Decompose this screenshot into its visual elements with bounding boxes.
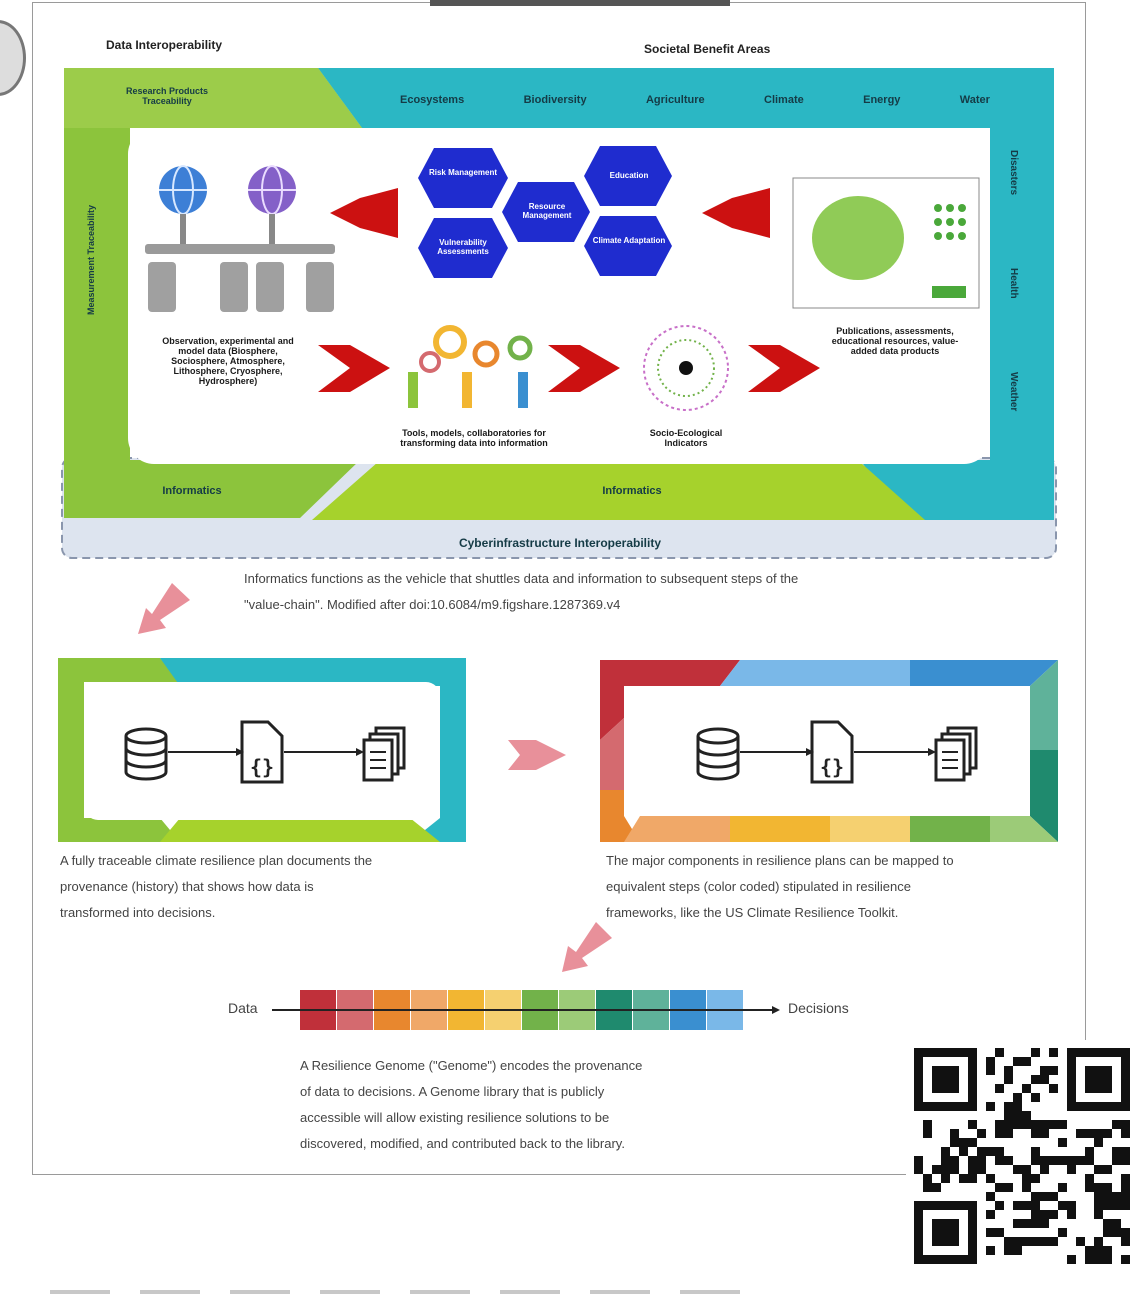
research-products-label: Research Products Traceability [125, 86, 209, 106]
qr-code [906, 1040, 1130, 1280]
informatics-center-label: Informatics [602, 485, 662, 497]
gear-icon [507, 335, 533, 361]
gear-icon [433, 325, 467, 359]
hex-resource-label: Resource Management [522, 202, 572, 220]
server-icon [256, 262, 284, 312]
caption-line: Informatics functions as the vehicle tha… [244, 571, 799, 586]
mid-right-orange [600, 790, 640, 842]
caption-line: The major components in resilience plans… [606, 853, 954, 868]
pink-arrow-down-left-1 [138, 583, 190, 634]
mid-right-lightblue [720, 660, 910, 686]
hex-resource [502, 182, 590, 242]
network-bar [145, 244, 335, 254]
cyber-label: Cyberinfrastructure Interoperability [458, 536, 662, 550]
sba-item: Ecosystems [400, 94, 465, 106]
caption-line: provenance (history) that shows how data… [60, 879, 314, 894]
publications-text: Publications, assessments, educational r… [831, 326, 959, 356]
sba-item: Climate [764, 94, 804, 106]
mid-left-teal [160, 658, 466, 842]
top-image-fragment [430, 0, 730, 6]
server-icon [306, 262, 334, 312]
top-caption: Informatics functions as the vehicle tha… [244, 566, 1004, 618]
sba-item-health: Health [1008, 268, 1019, 299]
red-arrow-left-1 [330, 188, 398, 238]
mid-right-inner [624, 686, 1030, 816]
societal-benefit-areas-label: Societal Benefit Areas [644, 42, 771, 56]
right-caption: The major components in resilience plans… [606, 848, 1066, 926]
caption-line: equivalent steps (color coded) stipulate… [606, 879, 911, 894]
caption-line: discovered, modified, and contributed ba… [300, 1136, 625, 1151]
sba-item-weather: Weather [1008, 372, 1019, 412]
svg-text:{}: {} [820, 755, 844, 779]
svg-text:{}: {} [250, 755, 274, 779]
person-icon [518, 372, 528, 408]
red-arrow-right-2 [548, 345, 620, 392]
mid-right-red [600, 660, 740, 740]
red-arrow-left-2 [702, 188, 770, 238]
right-icon-chain: {} [696, 720, 978, 784]
sba-item: Water [959, 94, 990, 106]
person-icon [408, 372, 418, 408]
network-icon [643, 325, 729, 411]
research-tab [64, 68, 362, 128]
map-icon [812, 196, 904, 280]
informatics-center-band [312, 462, 925, 520]
hex-vulnerability-label: Vulnerability Assessments [437, 238, 489, 256]
caption-line: accessible will allow existing resilienc… [300, 1110, 610, 1125]
person-icon [462, 372, 472, 408]
mid-right-darkteal [1030, 750, 1058, 842]
caption-line: A Resilience Genome ("Genome") encodes t… [300, 1058, 643, 1073]
sba-item-disasters: Disasters [1008, 150, 1019, 196]
hex-education [584, 146, 672, 206]
pink-arrow-right [508, 740, 566, 770]
indicators-text: Socio-Ecological Indicators [649, 428, 723, 448]
sba-row: Ecosystems Biodiversity Agriculture Clim… [400, 94, 990, 106]
mid-left-bottom-band [160, 818, 440, 842]
pink-arrow-down-left-2 [562, 922, 612, 972]
tools-text: Tools, models, collaboratories for trans… [400, 428, 548, 448]
left-icon-chain: {} [124, 720, 406, 784]
caption-line: transformed into decisions. [60, 905, 216, 920]
left-caption: A fully traceable climate resilience pla… [60, 848, 500, 926]
red-arrow-right-3 [748, 345, 820, 392]
informatics-left-label: Informatics [162, 485, 222, 497]
hex-vulnerability [418, 218, 508, 278]
hex-risk [418, 148, 508, 208]
genome-decisions-label: Decisions [788, 1000, 849, 1016]
measurement-traceability-label: Measurement Traceability [86, 204, 96, 316]
sba-item: Biodiversity [523, 94, 587, 106]
sba-item: Energy [863, 94, 901, 106]
mid-right-blue [910, 660, 1058, 686]
observation-text: Observation, experimental and model data… [162, 336, 294, 386]
server-icon [220, 262, 248, 312]
caption-line: frameworks, like the US Climate Resilien… [606, 905, 899, 920]
genome-caption: A Resilience Genome ("Genome") encodes t… [300, 1053, 770, 1157]
sba-item: Agriculture [645, 94, 705, 106]
caption-line: "value-chain". Modified after doi:10.608… [244, 597, 621, 612]
genome-data-label: Data [228, 1000, 258, 1016]
gear-icon [419, 351, 441, 373]
server-icon [148, 262, 176, 312]
caption-line: of data to decisions. A Genome library t… [300, 1084, 605, 1099]
gear-icon [472, 340, 500, 368]
red-arrow-right-1 [318, 345, 390, 392]
informatics-left-band [64, 460, 360, 518]
mid-right-teal [1030, 660, 1058, 750]
hex-climate [584, 216, 672, 276]
caption-line: A fully traceable climate resilience pla… [60, 853, 373, 868]
genome-arrowhead [772, 1006, 780, 1014]
mid-left-inner [84, 682, 440, 820]
hex-climate-label: Climate Adaptation [592, 236, 666, 245]
faint-text-row [50, 1290, 750, 1294]
teal-panel [318, 68, 1054, 520]
mid-left-tab-green [58, 658, 180, 682]
hex-education-label: Education [609, 171, 649, 180]
data-interoperability-label: Data Interoperability [106, 38, 223, 52]
hex-risk-label: Risk Management [428, 168, 498, 177]
